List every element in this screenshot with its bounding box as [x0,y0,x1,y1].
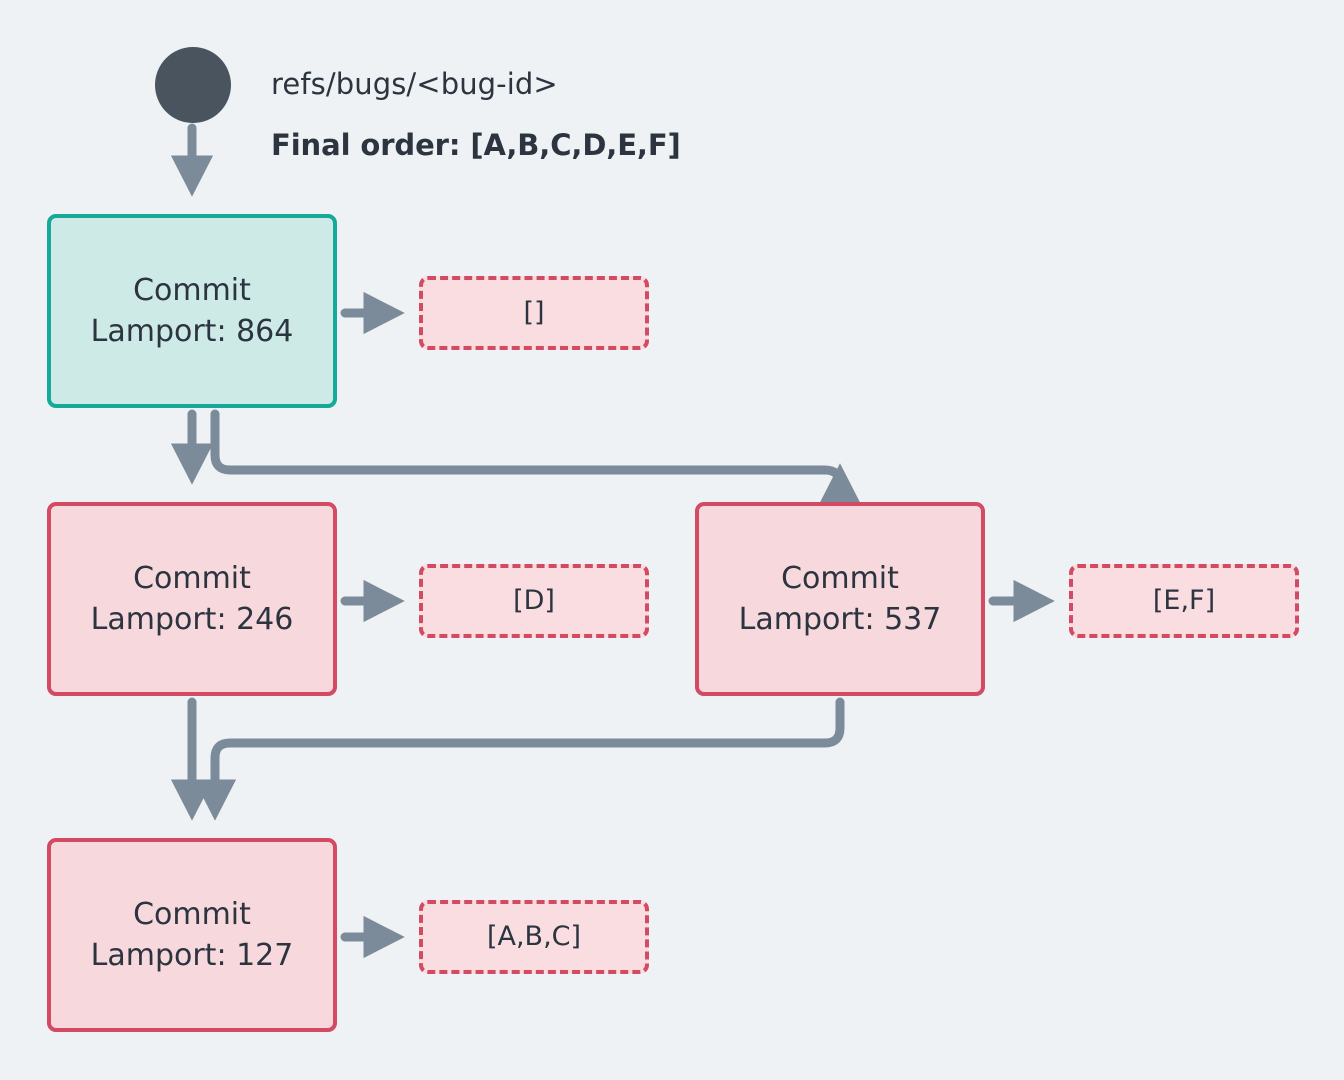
commit-node-246[interactable]: Commit Lamport: 246 [47,502,337,696]
payload-box-127-text: [A,B,C] [486,921,582,952]
edge-537-to-127 [193,697,845,821]
payload-box-127[interactable]: [A,B,C] [419,900,649,974]
commit-node-127[interactable]: Commit Lamport: 127 [47,838,337,1032]
commit-node-127-title: Commit [133,897,251,932]
payload-box-537[interactable]: [E,F] [1069,564,1299,638]
edge-864-to-537 [210,409,862,505]
payload-box-246-text: [D] [513,585,555,616]
ref-path-label: refs/bugs/<bug-id> [271,67,558,101]
commit-node-864[interactable]: Commit Lamport: 864 [47,214,337,408]
commit-node-864-lamport: Lamport: 864 [90,314,294,349]
commit-node-537[interactable]: Commit Lamport: 537 [695,502,985,696]
final-order-label: Final order: [A,B,C,D,E,F] [271,128,681,162]
commit-node-127-lamport: Lamport: 127 [90,938,294,973]
commit-node-537-title: Commit [781,561,899,596]
payload-box-537-text: [E,F] [1152,585,1216,616]
commit-node-864-title: Commit [133,273,251,308]
commit-node-246-title: Commit [133,561,251,596]
payload-box-864-text: [] [523,297,545,328]
payload-box-246[interactable]: [D] [419,564,649,638]
commit-node-246-lamport: Lamport: 246 [90,602,294,637]
payload-box-864[interactable]: [] [419,276,649,350]
commit-node-537-lamport: Lamport: 537 [738,602,942,637]
root-ref-node[interactable] [155,47,231,123]
